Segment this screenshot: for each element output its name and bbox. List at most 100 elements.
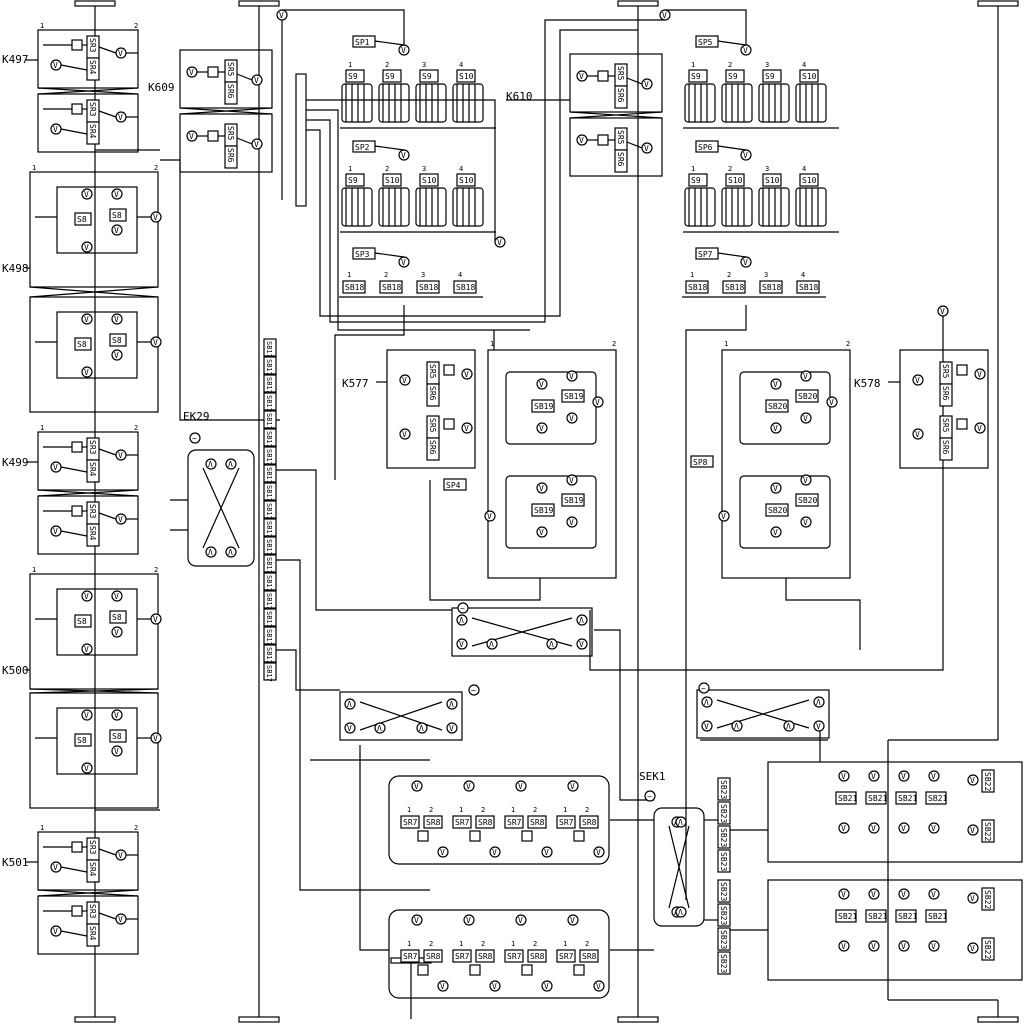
svg-text:SB21: SB21 — [868, 912, 887, 921]
or-gate: V — [770, 422, 782, 434]
and-gate: Λ — [374, 722, 386, 734]
xor-gate — [443, 364, 455, 376]
svg-text:SB17: SB17 — [265, 521, 273, 538]
cell-s10: S10 — [382, 173, 402, 187]
svg-text:V: V — [579, 72, 584, 81]
svg-text:V: V — [53, 125, 58, 134]
svg-text:V: V — [931, 824, 936, 833]
svg-text:V: V — [414, 916, 419, 925]
cell-sr5: SR5 — [939, 415, 953, 439]
label-sp4: SP4 — [446, 481, 461, 490]
svg-text:SB18: SB18 — [762, 283, 781, 292]
oscillator: ~ — [698, 682, 710, 694]
svg-text:V: V — [970, 776, 975, 785]
or-gate: V — [928, 770, 940, 782]
or-gate: V — [399, 428, 411, 440]
svg-text:SR8: SR8 — [530, 818, 545, 827]
svg-text:SB23: SB23 — [719, 906, 728, 925]
svg-text:V: V — [901, 772, 906, 781]
cell-sb19: SB19 — [561, 389, 585, 403]
svg-text:SB23: SB23 — [719, 852, 728, 871]
cell-sr7: SR7 — [504, 815, 524, 829]
svg-text:V: V — [518, 782, 523, 791]
xor-gate — [469, 830, 481, 842]
or-gate: V — [641, 78, 653, 90]
cell-sb22: SB22 — [981, 819, 995, 843]
svg-text:SB23: SB23 — [719, 828, 728, 847]
svg-text:1: 1 — [347, 271, 351, 279]
or-gate: V — [494, 236, 506, 248]
svg-text:S9: S9 — [385, 72, 395, 81]
svg-text:SB17: SB17 — [265, 665, 273, 682]
bus-cap — [977, 1016, 1019, 1023]
or-gate: V — [50, 59, 62, 71]
xor-gate — [71, 441, 83, 453]
svg-text:2: 2 — [429, 940, 433, 948]
svg-text:V: V — [539, 528, 544, 537]
cell-sr6: SR6 — [614, 149, 628, 173]
svg-text:1: 1 — [407, 940, 411, 948]
svg-text:V: V — [118, 113, 123, 122]
cell-sb23: SB23 — [717, 825, 731, 849]
wire — [98, 110, 117, 118]
label-ek29: EK29 — [183, 410, 210, 423]
xor-gate — [469, 964, 481, 976]
cross-block — [653, 807, 705, 927]
svg-text:V: V — [118, 915, 123, 924]
cell-s8: S8 — [109, 208, 127, 222]
cell-sb18: SB18 — [379, 280, 403, 294]
svg-text:SR3: SR3 — [88, 504, 97, 519]
svg-text:2: 2 — [533, 940, 537, 948]
or-gate: V — [566, 474, 578, 486]
svg-text:3: 3 — [422, 61, 426, 69]
svg-text:Λ: Λ — [579, 616, 584, 625]
svg-text:1: 1 — [32, 566, 36, 574]
svg-text:V: V — [644, 144, 649, 153]
svg-text:V: V — [662, 11, 667, 20]
xor-gate — [521, 830, 533, 842]
or-gate: V — [115, 449, 127, 461]
cell-sb17: SB17 — [263, 374, 277, 394]
or-gate: V — [81, 590, 93, 602]
label-k497: K497 — [2, 53, 29, 66]
svg-text:V: V — [773, 528, 778, 537]
svg-text:S9: S9 — [765, 72, 775, 81]
svg-text:V: V — [773, 484, 778, 493]
cell-sr4: SR4 — [86, 523, 100, 547]
sr-module-box — [37, 495, 139, 555]
svg-text:Λ: Λ — [734, 722, 739, 731]
svg-text:S10: S10 — [728, 176, 743, 185]
register-slice — [378, 187, 410, 227]
svg-text:V: V — [118, 515, 123, 524]
register-slice — [415, 83, 447, 123]
svg-text:S8: S8 — [112, 613, 122, 622]
svg-text:SR4: SR4 — [88, 862, 97, 877]
svg-text:SB21: SB21 — [928, 912, 947, 921]
wire — [594, 629, 654, 801]
svg-text:V: V — [118, 49, 123, 58]
svg-text:V: V — [114, 592, 119, 601]
or-gate: V — [898, 822, 910, 834]
cell-sb18: SB18 — [722, 280, 746, 294]
svg-text:V: V — [189, 132, 194, 141]
svg-text:2: 2 — [612, 340, 616, 348]
wire — [785, 578, 861, 650]
bus-cap — [977, 0, 1019, 7]
xor-gate — [207, 66, 219, 78]
cell-sr7: SR7 — [452, 815, 472, 829]
svg-text:1: 1 — [459, 806, 463, 814]
svg-text:1: 1 — [690, 271, 694, 279]
and-gate: Λ — [486, 638, 498, 650]
wire — [179, 107, 273, 115]
xor-gate — [207, 130, 219, 142]
svg-text:V: V — [440, 982, 445, 991]
or-gate: V — [967, 774, 979, 786]
cell-sr7: SR7 — [504, 949, 524, 963]
cell-sr3: SR3 — [86, 837, 100, 861]
or-gate: V — [826, 396, 838, 408]
svg-text:2: 2 — [385, 165, 389, 173]
svg-text:1: 1 — [348, 165, 352, 173]
cell-sr4: SR4 — [86, 859, 100, 883]
cell-sr3: SR3 — [86, 99, 100, 123]
cell-sb21: SB21 — [865, 909, 887, 923]
